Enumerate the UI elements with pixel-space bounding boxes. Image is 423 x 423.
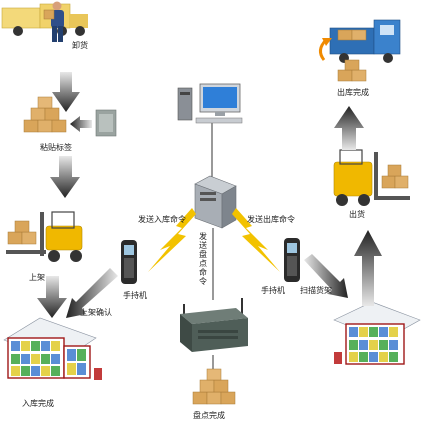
arrow-up-icon [334,106,364,150]
forklift-icon [6,211,83,262]
label-handheld-right: 手持机 [261,285,285,295]
label-outbound-cmd: 发送出库命令 [247,214,295,224]
arrow-up-icon [354,230,382,306]
label-shelve: 上架 [29,273,45,282]
arrow-down-icon [52,72,80,112]
forklift-icon [333,149,410,206]
label-inventory-done: 盘点完成 [193,410,225,420]
worker-icon [43,1,64,42]
arrow-left-icon [70,116,92,132]
handheld-scanner-icon [284,238,300,282]
label-ship: 出货 [349,209,365,219]
label-scan-shelf: 扫描货架 [300,285,332,295]
arrow-down-icon [37,276,67,318]
handheld-scanner-icon [121,240,137,284]
warehouse-shelf-icon [3,317,102,380]
lightning-icon [232,208,280,272]
truck-icon [1,3,88,36]
recycle-arrowhead-icon [322,38,332,46]
arrow-diagonal-icon [304,254,348,298]
boxes-icon [337,59,367,82]
network-lines [211,123,214,300]
arrow-down-icon [50,156,80,198]
server-icon [194,175,237,229]
rfid-reader-icon [180,298,248,352]
arrow-diagonal-icon [66,268,118,318]
label-tag: 粘贴标签 [40,142,72,152]
boxes-icon [23,96,67,133]
truck-icon [329,19,401,63]
label-unload: 卸货 [72,40,88,50]
label-inbound-cmd: 发送入库命令 [138,214,186,224]
computer-icon [177,83,243,124]
label-outbound-done: 出库完成 [337,87,369,97]
label-inbound-done: 入库完成 [22,398,54,408]
warehouse-shelf-icon [333,301,421,365]
label-shelve-confirm: 上架确认 [80,307,112,317]
boxes-icon [192,368,236,405]
rfid-tag-icon [95,109,117,137]
lightning-icon [148,208,196,272]
label-inventory-cmd: 发送盘点命令 [199,231,208,286]
label-handheld-left: 手持机 [123,290,147,300]
